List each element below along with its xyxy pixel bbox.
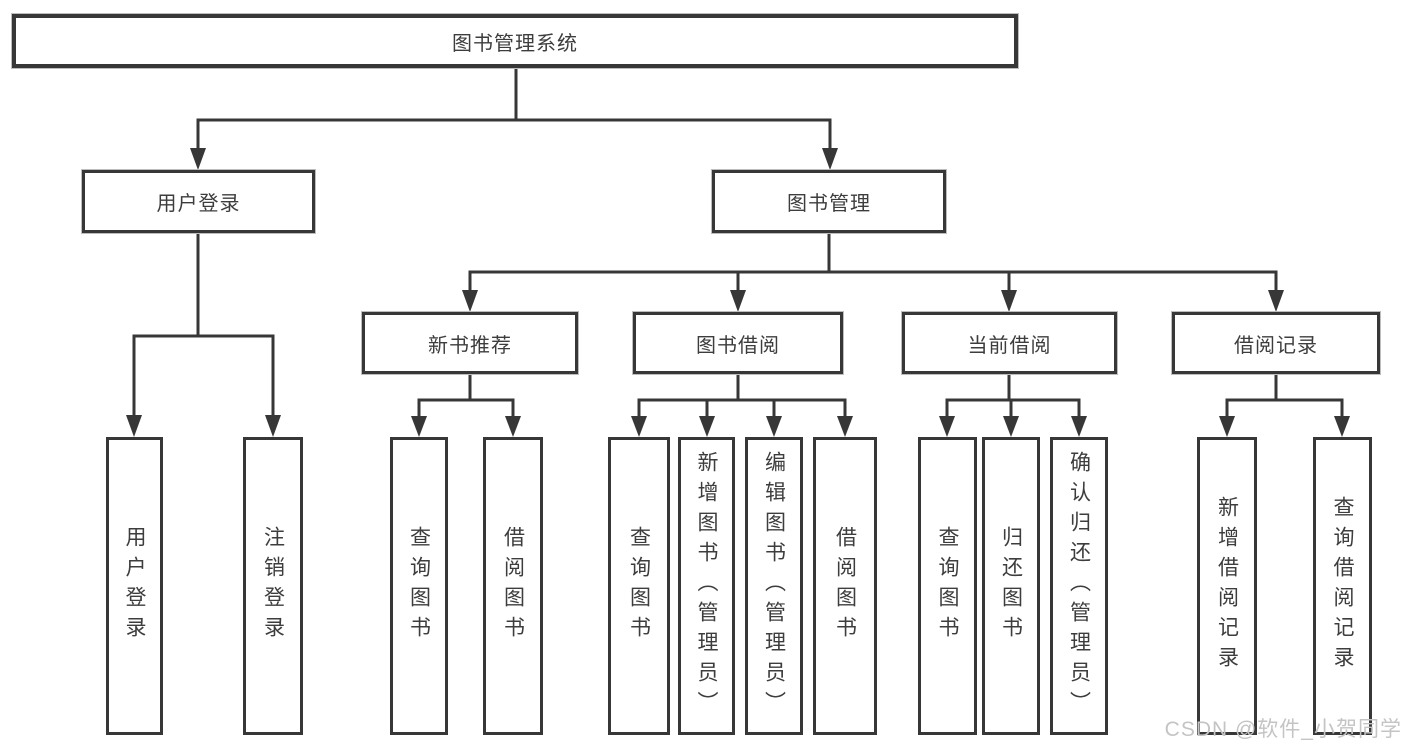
- connector-borrow-records-children: [1219, 374, 1350, 437]
- leaf-return-book-label: 归还图书: [999, 526, 1023, 646]
- leaf-query-book-3-label: 查询图书: [936, 526, 959, 646]
- leaf-user-login-label: 用户登录: [123, 526, 146, 646]
- leaf-query-book-2-label: 查询图书: [627, 526, 651, 646]
- node-root-label: 图书管理系统: [452, 32, 578, 55]
- node-user-login-label: 用户登录: [156, 193, 241, 215]
- leaf-logout: 注销登录: [243, 437, 303, 735]
- leaf-query-record-label: 查询借阅记录: [1331, 496, 1354, 676]
- leaf-query-book-2: 查询图书: [608, 437, 670, 735]
- node-borrow-records-label: 借阅记录: [1234, 334, 1318, 357]
- leaf-query-book-3: 查询图书: [918, 437, 977, 735]
- connector-current-borrow-children: [939, 374, 1087, 437]
- leaf-query-book-1-label: 查询图书: [407, 526, 431, 646]
- leaf-borrow-book-2: 借阅图书: [813, 437, 877, 735]
- leaf-confirm-return: 确认归还（管理员）: [1050, 437, 1108, 735]
- node-borrow-records: 借阅记录: [1172, 312, 1380, 374]
- connector-book-borrow-children: [631, 374, 853, 437]
- leaf-borrow-book-2-label: 借阅图书: [833, 526, 857, 646]
- connector-new-book-rec-children: [411, 374, 521, 437]
- leaf-confirm-return-label: 确认归还（管理员）: [1067, 451, 1091, 721]
- leaf-edit-book-label: 编辑图书（管理员）: [762, 451, 786, 721]
- node-current-borrow: 当前借阅: [902, 312, 1117, 374]
- node-book-mgmt: 图书管理: [712, 170, 946, 233]
- connector-user-login-children: [126, 233, 281, 437]
- node-root: 图书管理系统: [12, 14, 1018, 68]
- node-current-borrow-label: 当前借阅: [967, 334, 1052, 357]
- leaf-borrow-book-1: 借阅图书: [483, 437, 543, 735]
- leaf-add-record: 新增借阅记录: [1197, 437, 1257, 735]
- leaf-add-record-label: 新增借阅记录: [1215, 496, 1239, 676]
- node-book-borrow-label: 图书借阅: [696, 334, 780, 357]
- leaf-logout-label: 注销登录: [261, 526, 285, 646]
- leaf-query-book-1: 查询图书: [390, 437, 448, 735]
- node-user-login: 用户登录: [82, 170, 315, 233]
- node-new-book-rec: 新书推荐: [362, 312, 578, 374]
- leaf-borrow-book-1-label: 借阅图书: [501, 526, 525, 646]
- node-book-mgmt-label: 图书管理: [787, 193, 871, 215]
- leaf-add-book: 新增图书（管理员）: [678, 437, 735, 735]
- node-new-book-rec-label: 新书推荐: [428, 334, 512, 357]
- leaf-add-book-label: 新增图书（管理员）: [695, 451, 718, 721]
- leaf-edit-book: 编辑图书（管理员）: [745, 437, 803, 735]
- connector-book-mgmt-children: [462, 233, 1284, 312]
- leaf-user-login: 用户登录: [106, 437, 163, 735]
- node-book-borrow: 图书借阅: [633, 312, 843, 374]
- leaf-return-book: 归还图书: [982, 437, 1040, 735]
- leaf-query-record: 查询借阅记录: [1313, 437, 1372, 735]
- connector-root-to-level2: [190, 68, 838, 170]
